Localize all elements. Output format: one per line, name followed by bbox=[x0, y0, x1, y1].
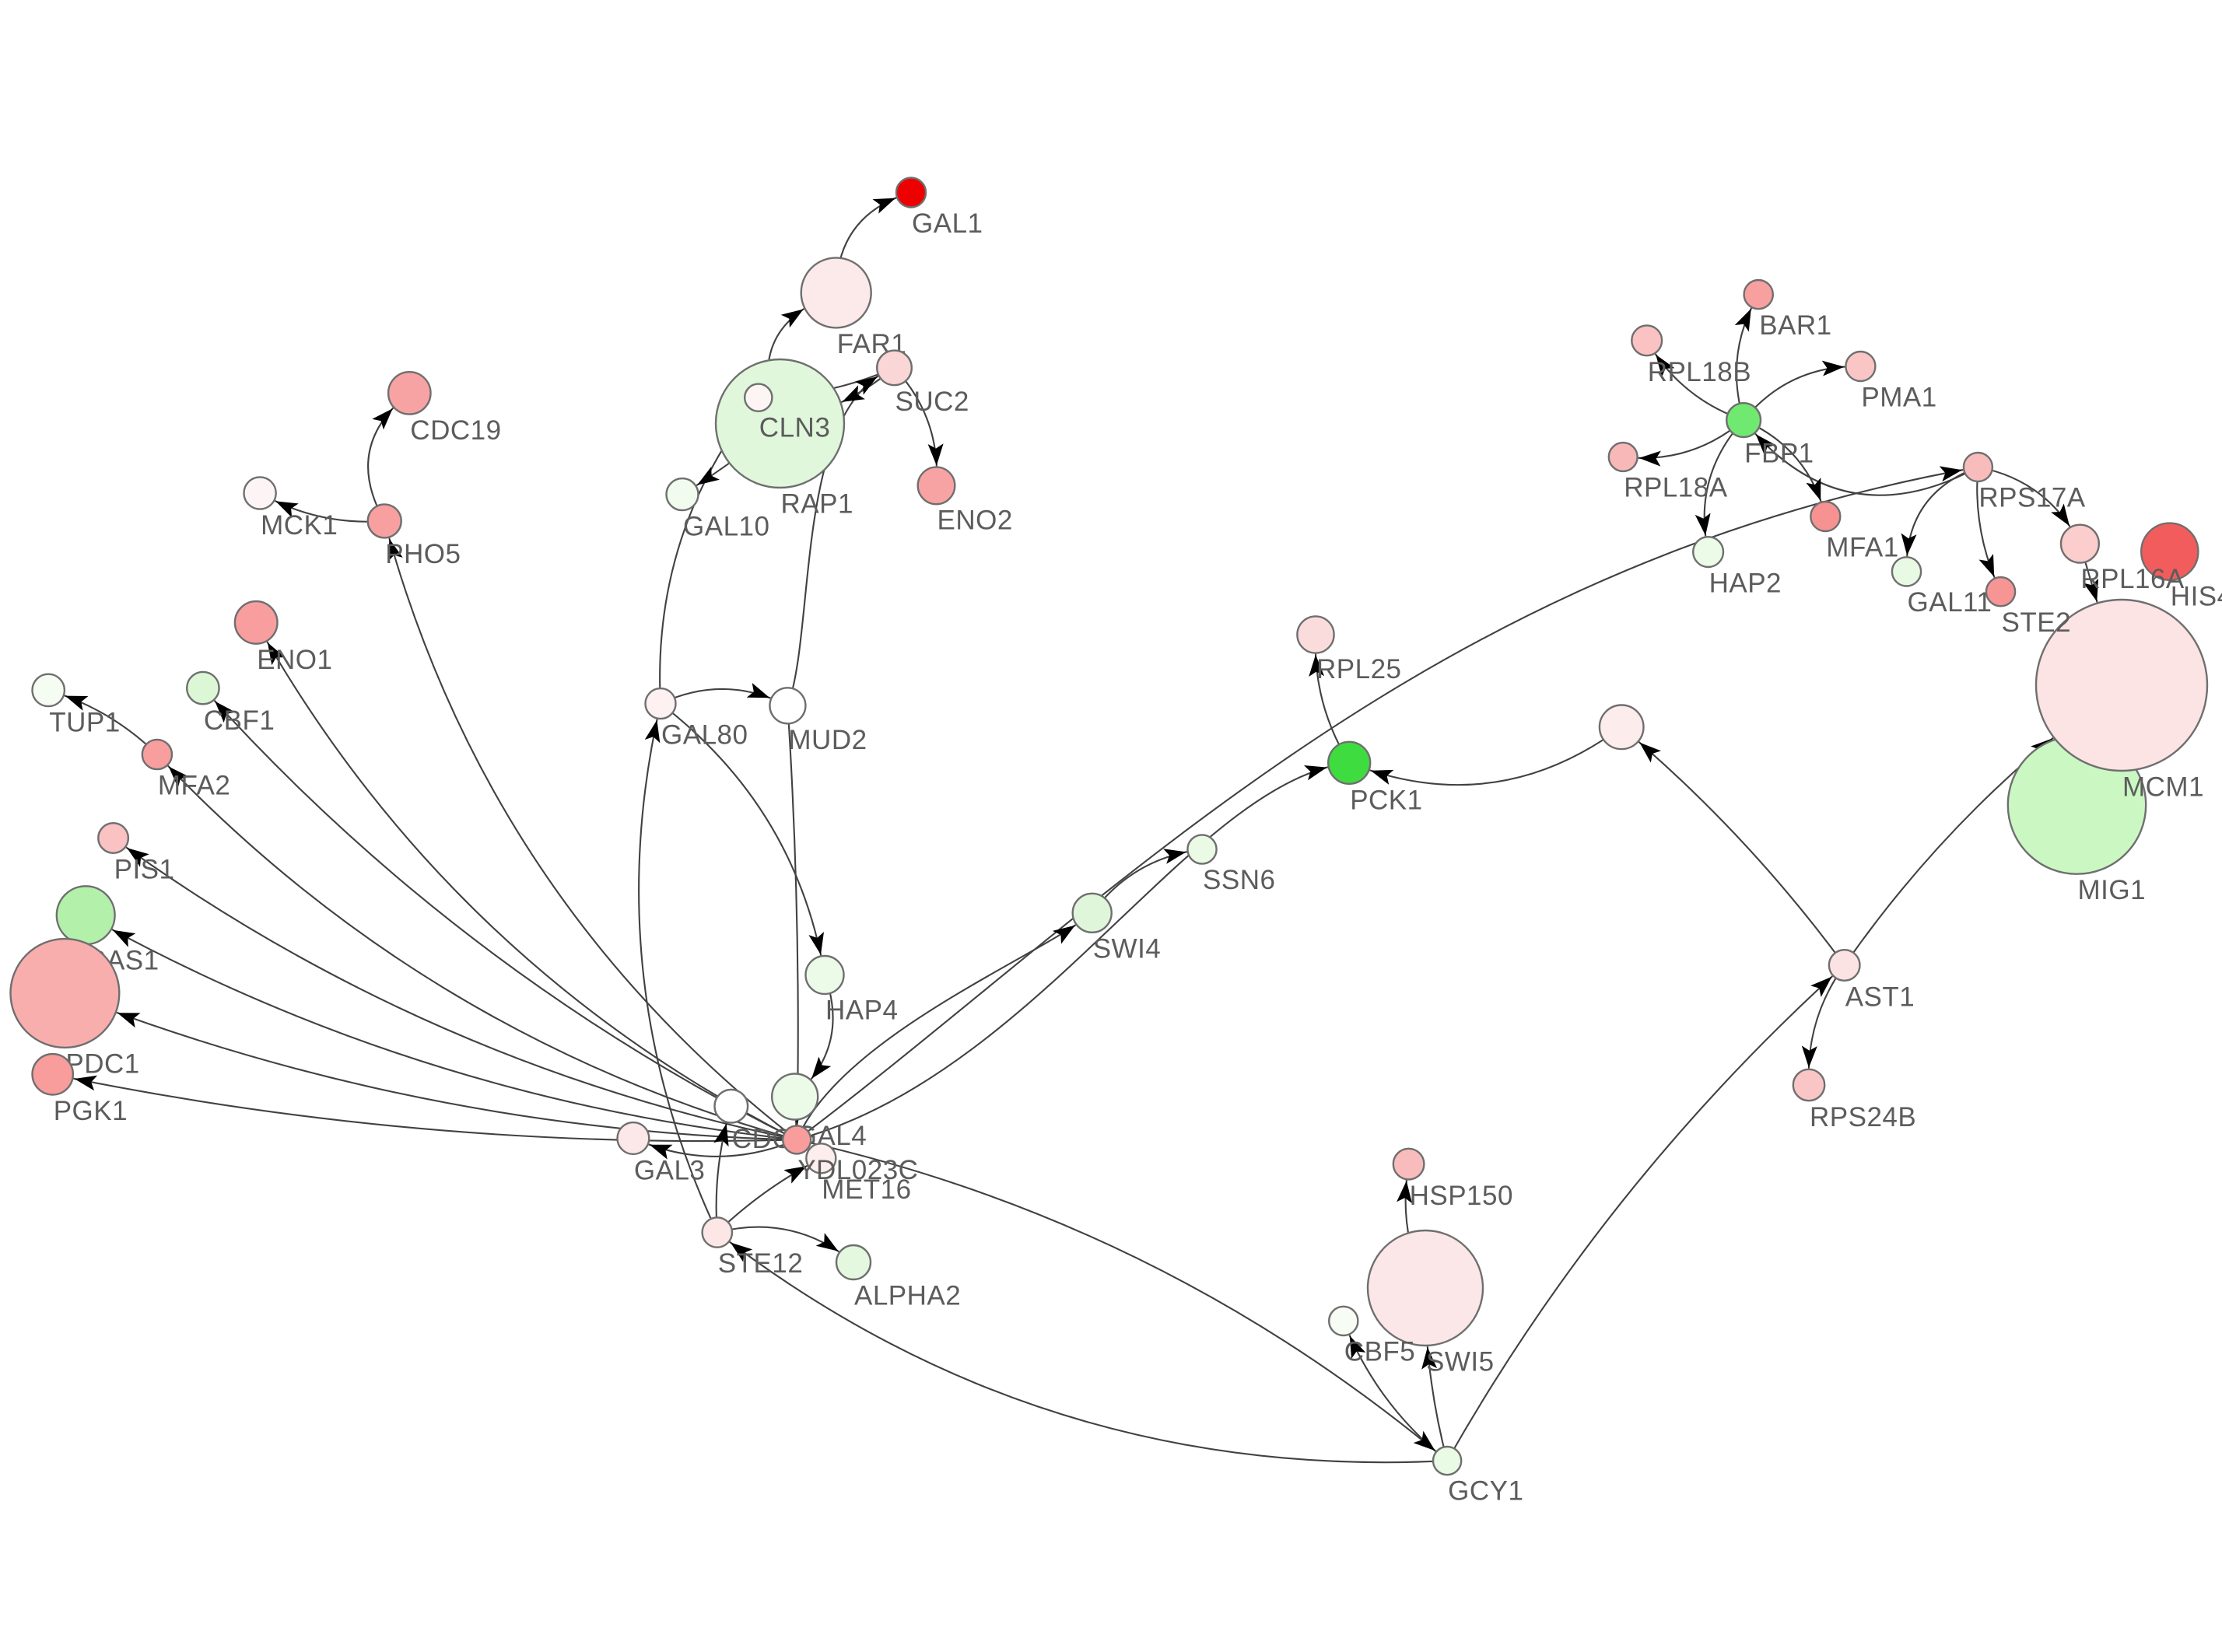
svg-text:BAR1: BAR1 bbox=[1759, 310, 1831, 341]
svg-text:SWI4: SWI4 bbox=[1093, 933, 1162, 964]
svg-text:RPL18A: RPL18A bbox=[1624, 472, 1728, 502]
svg-text:PHO5: PHO5 bbox=[385, 539, 461, 569]
svg-text:ALPHA2: ALPHA2 bbox=[854, 1281, 961, 1311]
svg-text:RPL25: RPL25 bbox=[1316, 654, 1402, 684]
svg-text:PGK1: PGK1 bbox=[54, 1096, 128, 1126]
svg-text:MFA2: MFA2 bbox=[158, 771, 230, 801]
svg-text:RAP1: RAP1 bbox=[781, 489, 853, 520]
svg-text:GCY1: GCY1 bbox=[1448, 1476, 1523, 1507]
svg-text:MIG1: MIG1 bbox=[2078, 875, 2147, 905]
svg-text:MFA1: MFA1 bbox=[1826, 533, 1898, 563]
svg-text:PDC1: PDC1 bbox=[65, 1049, 139, 1080]
svg-text:AST1: AST1 bbox=[1845, 982, 1915, 1012]
svg-text:CDC19: CDC19 bbox=[410, 415, 501, 446]
svg-text:SWI5: SWI5 bbox=[1426, 1347, 1495, 1377]
svg-text:PCK1: PCK1 bbox=[1350, 785, 1422, 815]
svg-text:RPL16A: RPL16A bbox=[2080, 564, 2185, 594]
svg-text:HIS4: HIS4 bbox=[2171, 581, 2222, 611]
svg-text:GAL10: GAL10 bbox=[683, 512, 769, 542]
svg-text:PIS1: PIS1 bbox=[114, 854, 175, 884]
svg-text:GAL3: GAL3 bbox=[634, 1156, 706, 1186]
svg-text:GAL80: GAL80 bbox=[661, 720, 748, 751]
svg-text:HAP2: HAP2 bbox=[1709, 569, 1782, 599]
svg-text:MCK1: MCK1 bbox=[261, 510, 338, 541]
svg-text:RPS17A: RPS17A bbox=[1978, 483, 2085, 513]
svg-text:STE12: STE12 bbox=[718, 1248, 804, 1279]
svg-text:MUD2: MUD2 bbox=[788, 725, 867, 755]
svg-text:RPL18B: RPL18B bbox=[1648, 357, 1751, 387]
svg-text:MET16: MET16 bbox=[822, 1174, 911, 1205]
svg-text:RPS24B: RPS24B bbox=[1810, 1102, 1916, 1132]
svg-text:ENO1: ENO1 bbox=[257, 645, 332, 675]
svg-text:GAL1: GAL1 bbox=[912, 208, 983, 239]
svg-text:ENO2: ENO2 bbox=[938, 506, 1013, 536]
svg-text:PMA1: PMA1 bbox=[1861, 383, 1936, 413]
svg-text:CBF1: CBF1 bbox=[204, 705, 275, 736]
svg-text:FBP1: FBP1 bbox=[1744, 439, 1814, 469]
svg-text:STE2: STE2 bbox=[2002, 607, 2072, 638]
svg-text:SUC2: SUC2 bbox=[895, 387, 969, 417]
svg-text:CBF5: CBF5 bbox=[1344, 1337, 1415, 1367]
svg-text:TUP1: TUP1 bbox=[49, 708, 120, 738]
svg-text:GAL11: GAL11 bbox=[1908, 587, 1992, 618]
svg-text:YDL023C: YDL023C bbox=[797, 1155, 918, 1185]
svg-text:HSP150: HSP150 bbox=[1410, 1181, 1513, 1211]
svg-text:CLN3: CLN3 bbox=[759, 412, 830, 443]
svg-text:MCM1: MCM1 bbox=[2122, 772, 2204, 803]
svg-text:HAP4: HAP4 bbox=[825, 996, 898, 1026]
svg-text:SSN6: SSN6 bbox=[1203, 865, 1275, 895]
